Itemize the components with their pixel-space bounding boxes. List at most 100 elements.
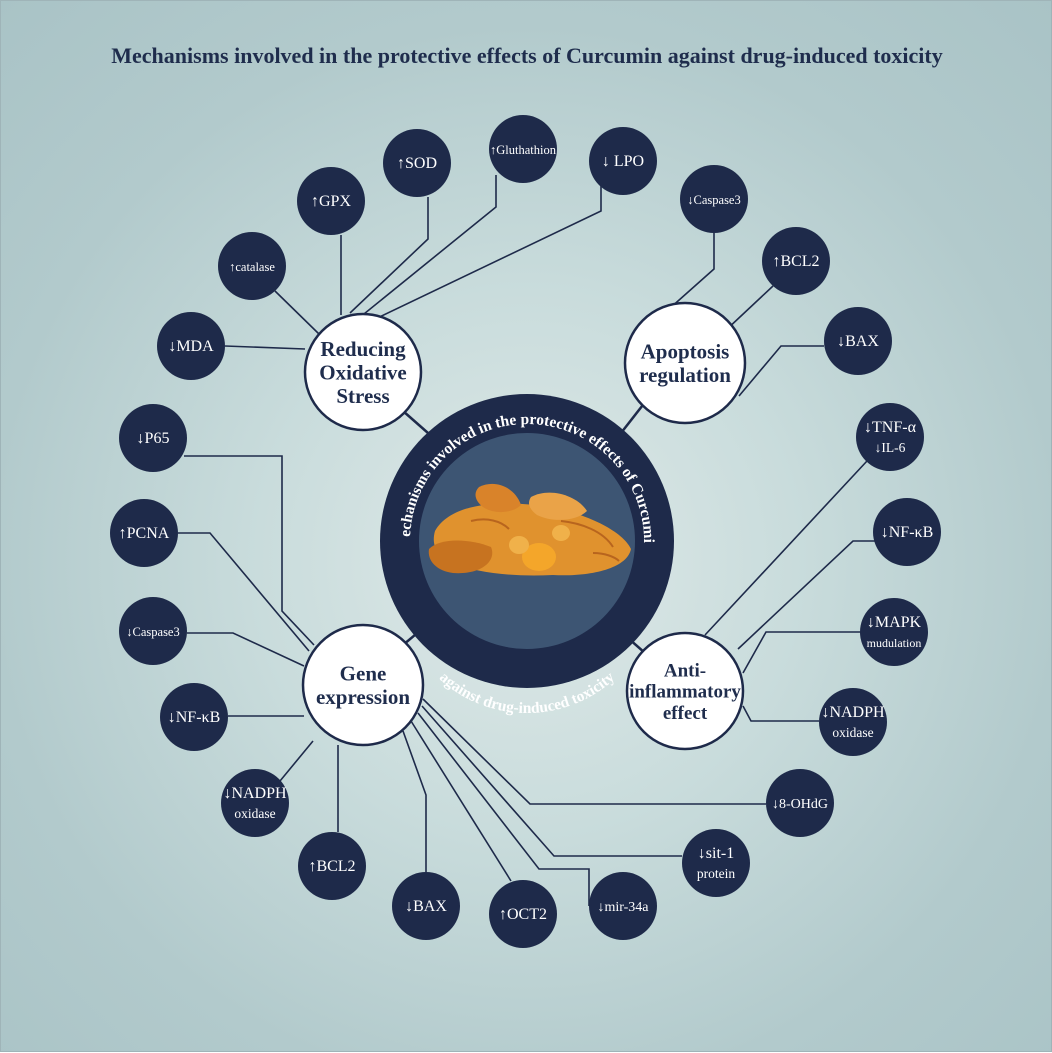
category-label: Oxidative [319,360,407,384]
turmeric-texture [470,518,620,562]
turmeric-root-top [475,483,521,513]
category-label: Gene [340,662,387,686]
node-circle [160,683,228,751]
connector-nadph-g [279,740,314,782]
node-label: ↓ LPO [602,153,644,170]
connector-tnf [704,460,868,636]
category-label: Apoptosis [641,340,730,364]
connector-caspase3-g [187,632,305,667]
connector-bax-a [738,345,824,397]
node-label: oxidase [234,806,275,821]
connector-lpo [370,185,602,322]
node-circle [221,769,289,837]
connector-pcna [178,532,310,652]
node-label: ↓mir-34a [597,900,649,915]
turmeric-cut-slice-1 [522,543,556,571]
node-label: ↑SOD [397,155,437,172]
node-caspase3-g: ↓Caspase3 [119,597,187,665]
node-nfkb-i: ↓NF-κB [873,498,941,566]
connector-mapk [742,631,861,674]
category-label: Reducing [320,337,406,361]
node-nfkb-g: ↓NF-κB [160,683,228,751]
category-label: inflammatory [629,682,741,703]
connector-nadph-i [742,705,819,722]
category-label: Stress [336,384,389,408]
category-circle [625,631,745,751]
connector-mir34a [417,712,590,906]
node-nadph-g: ↓NADPH oxidase [221,769,289,837]
node-label: ↓NADPH [223,785,287,802]
node-label: ↓Caspase3 [126,625,179,639]
node-pcna: ↑PCNA [110,499,178,567]
node-label: ↑catalase [229,260,275,274]
connector-caspase3-a [668,233,715,310]
connector-mda [224,345,306,350]
turmeric-root-finger [529,492,587,520]
node-label: ↓MDA [168,338,214,355]
node-circle [119,404,187,472]
node-label: ↓MAPK [867,614,922,631]
node-label: protein [697,866,735,881]
category-spoke [402,410,429,434]
connector-nfkb-i [737,540,881,650]
node-bax-g: ↓BAX [392,872,460,940]
node-label: ↑OCT2 [499,906,547,923]
node-circle [298,832,366,900]
node-label: ↓BAX [837,333,879,350]
node-label: ↑Gluthathion [490,143,557,157]
connector-oct2 [410,720,512,882]
node-circle [589,127,657,195]
turmeric-cut-slice-3 [552,525,570,541]
node-circle [157,312,225,380]
connector-sit1 [421,705,682,857]
node-circle [873,498,941,566]
node-bcl2-g: ↑BCL2 [298,832,366,900]
node-circle [860,598,928,666]
node-circle [766,769,834,837]
node-label: ↑BCL2 [308,858,355,875]
node-mapk: ↓MAPK mudulation [860,598,928,666]
node-label: oxidase [832,725,873,740]
node-circle [589,872,657,940]
turmeric-illustration [428,483,631,576]
connector-p65 [184,455,315,646]
node-circle [110,499,178,567]
node-label: ↑PCNA [119,525,170,542]
node-mda: ↓MDA [157,312,225,380]
node-label: ↓Caspase3 [687,193,740,207]
node-gluthathion: ↑Gluthathion [489,115,557,183]
node-oct2: ↑OCT2 [489,880,557,948]
node-bcl2-a: ↑BCL2 [762,227,830,295]
node-circle [119,597,187,665]
connector-bax-g [402,730,427,872]
node-label: ↓TNF-α [864,419,917,436]
node-label: ↓BAX [405,898,447,915]
node-lpo: ↓ LPO [589,127,657,195]
connector-8ohdg [422,698,766,805]
node-caspase3-a: ↓Caspase3 [680,165,748,233]
node-label: ↑BCL2 [772,253,819,270]
node-circle [824,307,892,375]
connector-sod [349,197,429,314]
node-circle [392,872,460,940]
category-label: expression [316,685,410,709]
turmeric-cut-slice-2 [509,536,529,554]
node-gpx: ↑GPX [297,167,365,235]
node-circle [682,829,750,897]
node-label: mudulation [867,636,922,650]
node-tnf: ↓TNF-α↓IL-6 [856,403,924,471]
node-circle [218,232,286,300]
node-circle [297,167,365,235]
turmeric-root-left [428,540,493,574]
category-label: effect [663,703,708,724]
node-label: ↓NF-κB [168,709,221,726]
node-sod: ↑SOD [383,129,451,197]
node-label: ↓8-OHdG [772,797,828,812]
diagram-title: Mechanisms involved in the protective ef… [111,43,943,68]
